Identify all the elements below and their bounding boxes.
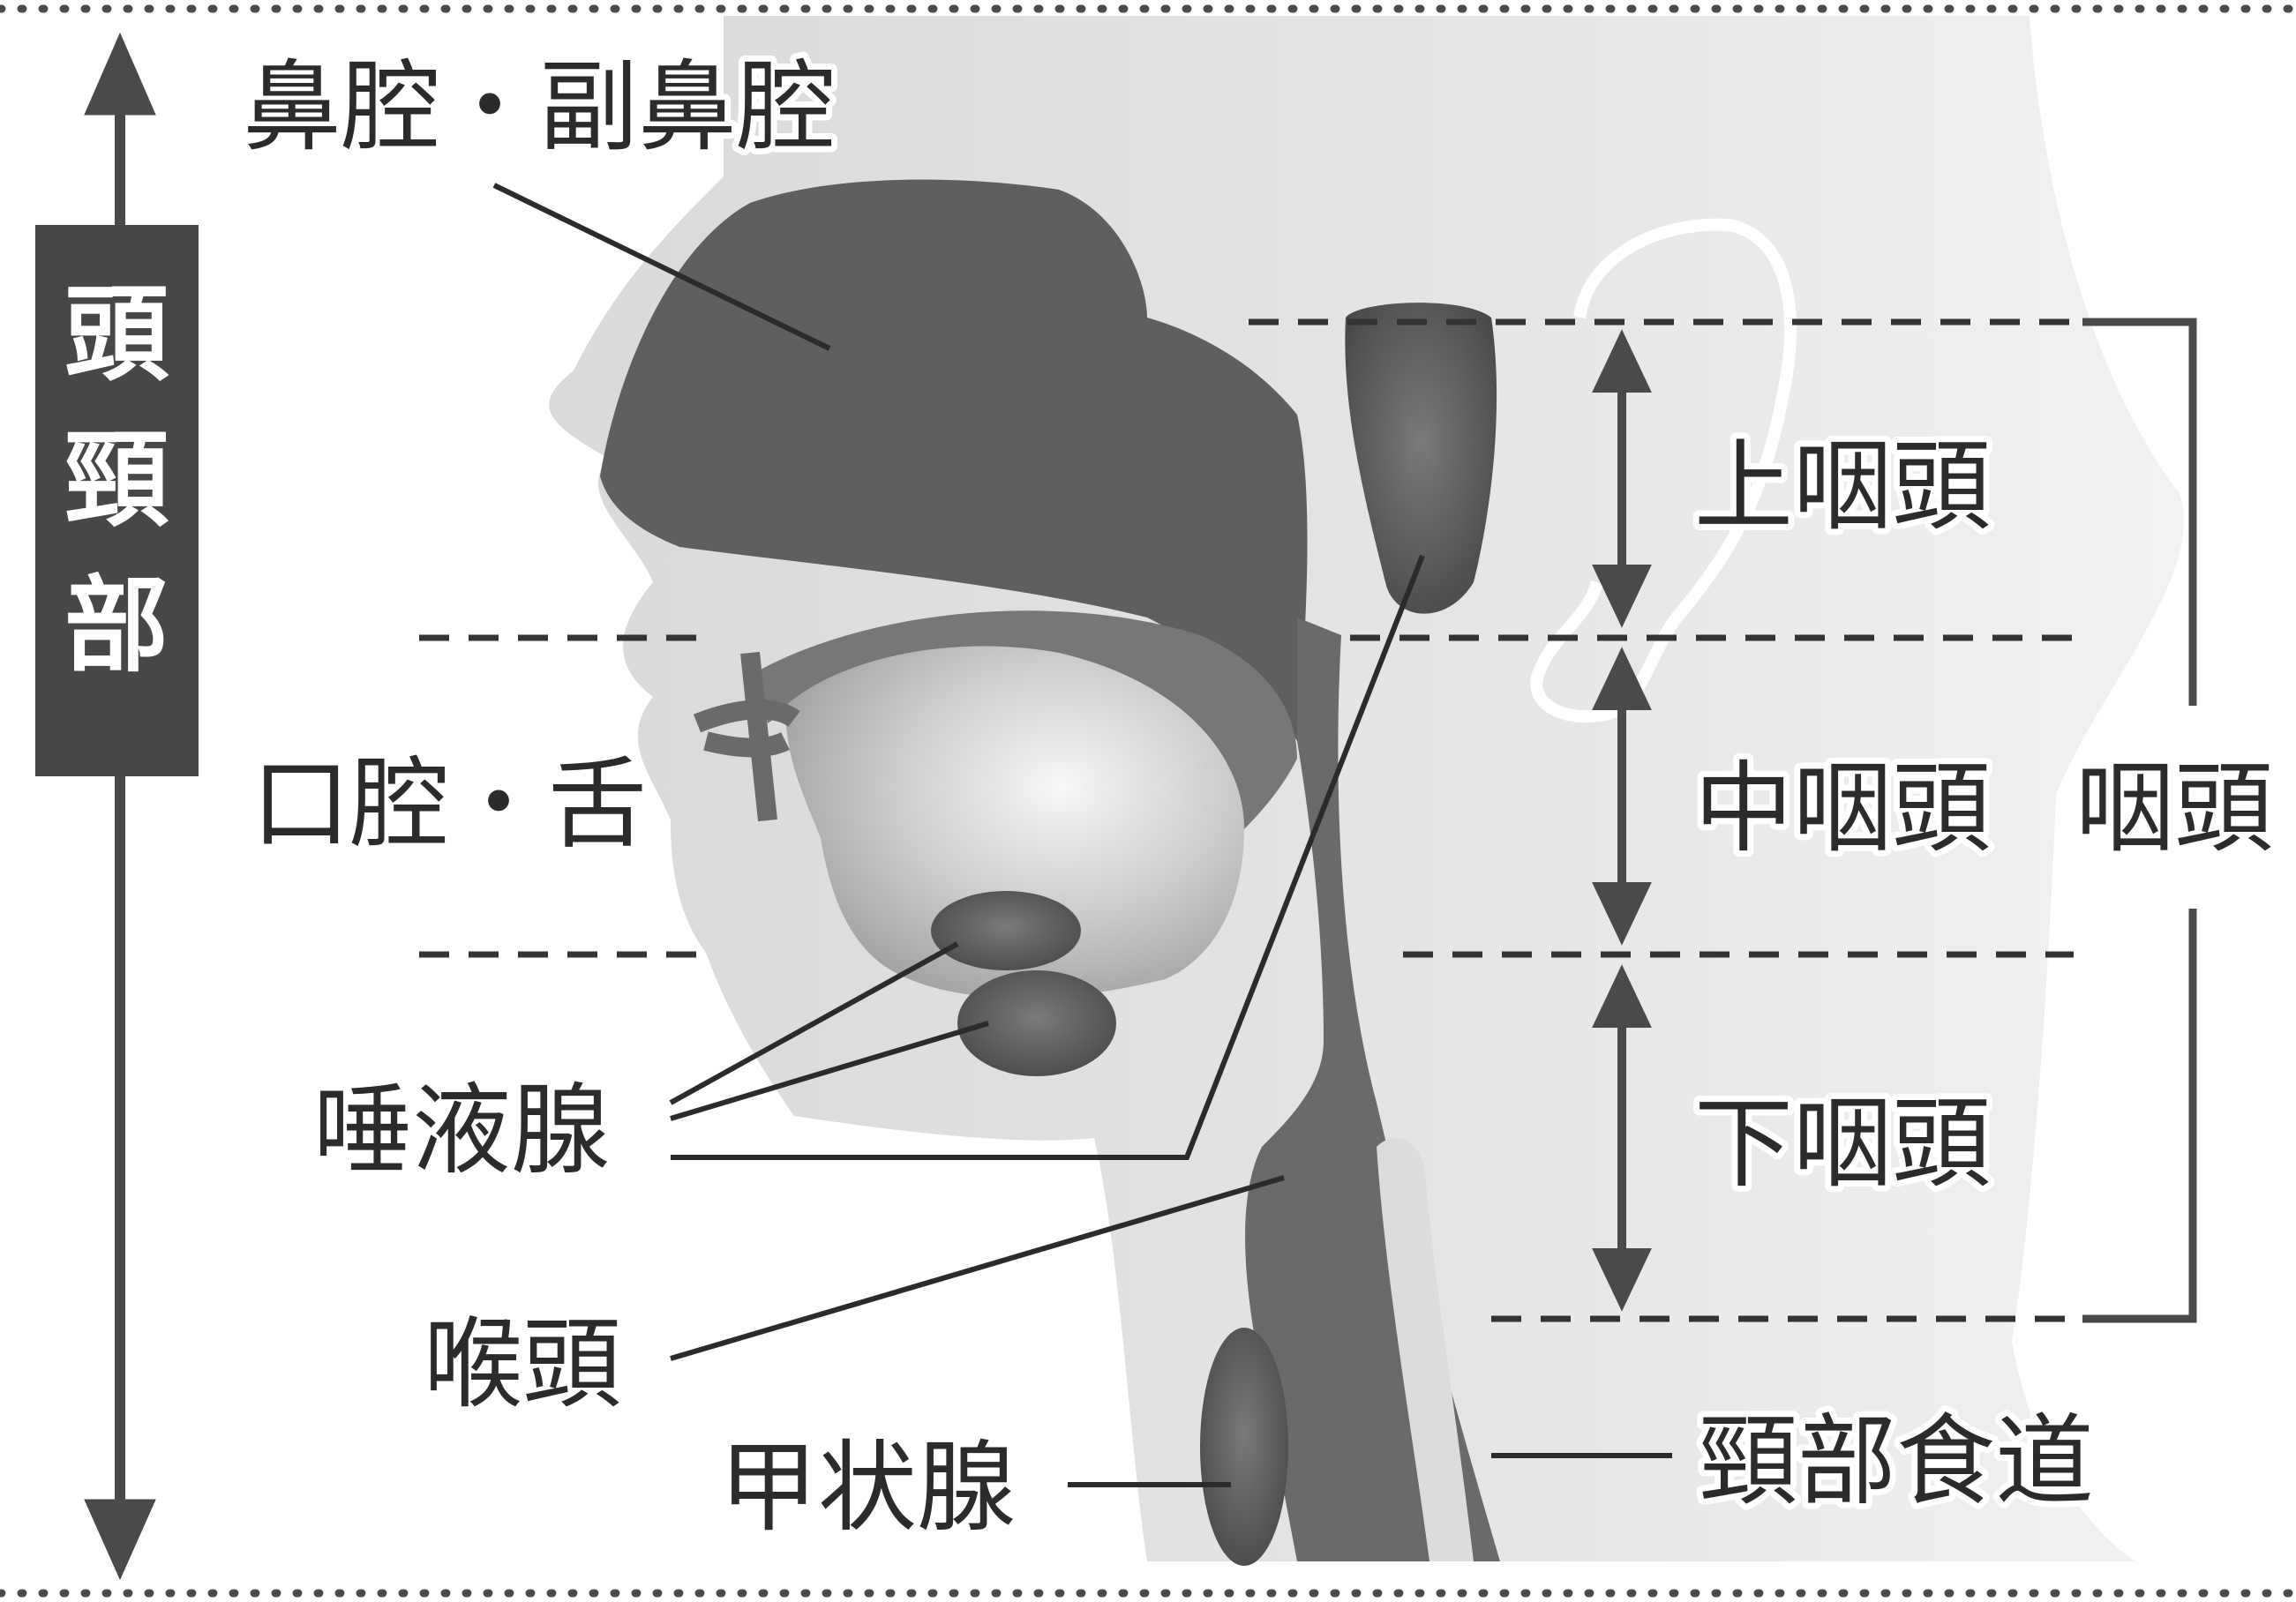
- label-lower-pharynx: 下咽頭: [1694, 1087, 1991, 1202]
- dashed-boundaries: [419, 318, 2074, 1322]
- region-label-box: [35, 225, 199, 776]
- ear-outline: [1530, 218, 1797, 722]
- leader-salivary-3: [671, 554, 1425, 1160]
- region-label-char: 部: [64, 565, 169, 686]
- upper-pharynx-tissue: [1345, 303, 1497, 614]
- segment-arrows: [1592, 329, 1652, 1312]
- leader-lines: [492, 183, 1672, 1487]
- label-larynx: 喉頭: [424, 1307, 621, 1422]
- pharynx-bracket: [2082, 318, 2197, 1323]
- larynx-highlight: [1377, 1138, 1474, 1561]
- leader-salivary: [669, 941, 959, 1105]
- label-nasal-cavity: 鼻腔・副鼻腔: [243, 50, 836, 165]
- label-upper-pharynx: 上咽頭: [1694, 430, 1991, 544]
- salivary-gland-upper: [931, 891, 1081, 970]
- leader-salivary-2: [670, 1021, 989, 1121]
- label-thyroid: 甲状腺: [719, 1431, 1016, 1546]
- pharynx-column: [1245, 618, 1500, 1561]
- leader-nasal: [492, 183, 831, 351]
- region-label-char: 頭: [64, 273, 169, 395]
- label-middle-pharynx: 中咽頭: [1694, 752, 1991, 866]
- salivary-gland-lower: [957, 970, 1116, 1076]
- leader-larynx: [670, 1175, 1285, 1361]
- thyroid: [1200, 1328, 1288, 1566]
- lip-teeth: [693, 651, 800, 822]
- label-oral-cavity: 口腔・舌: [251, 747, 647, 862]
- region-label-char: 頸: [64, 419, 169, 541]
- region-label: 頭頸部: [64, 273, 169, 686]
- tongue: [785, 646, 1244, 999]
- label-salivary-gland: 唾液腺: [313, 1074, 610, 1188]
- label-pharynx: 咽頭: [2075, 752, 2273, 866]
- label-cervical-esophagus: 頸部食道: [1699, 1404, 2094, 1519]
